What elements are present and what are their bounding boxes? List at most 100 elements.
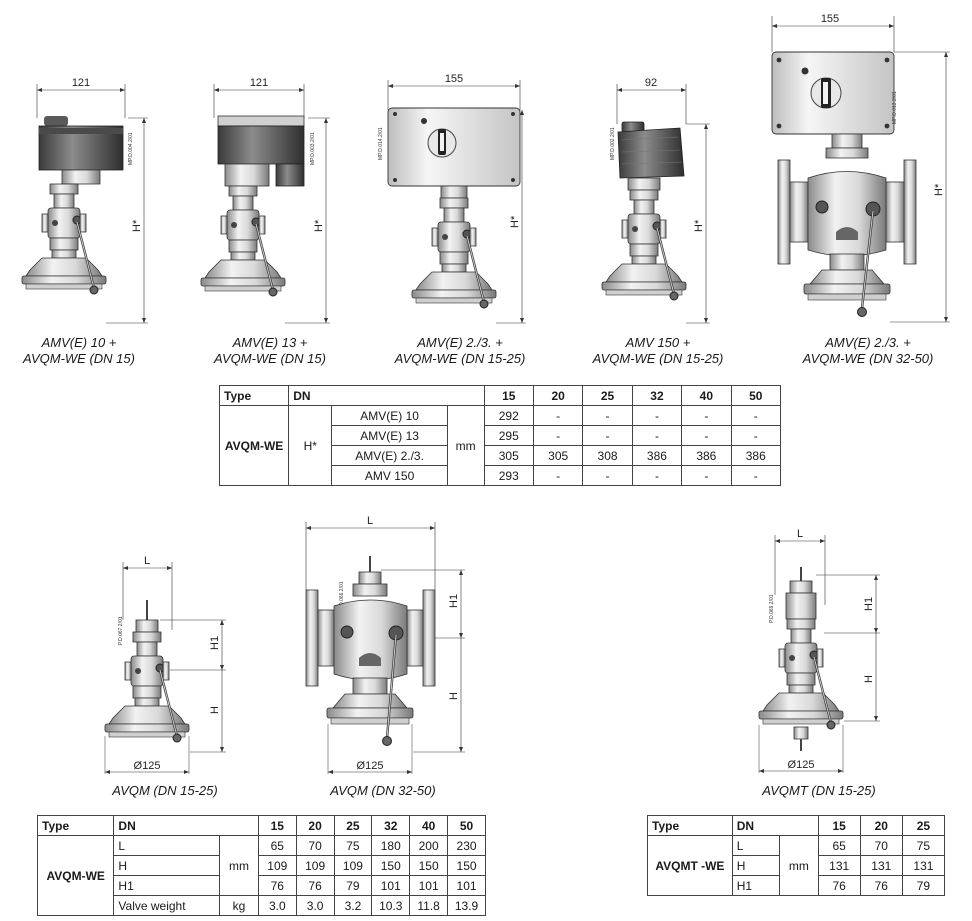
caption-amv23-small: AMV(E) 2./3. + AVQM-WE (DN 15-25) [380,335,540,367]
cell-value: 131 [901,855,946,876]
cell-value: 109 [295,855,335,876]
table-row: H 131 131 131 [648,855,946,876]
cell-value: 200 [409,835,449,856]
cell-value: - [532,405,584,426]
cell-param: H1 [731,875,781,896]
caption-line: AVQM (DN 32-50) [330,783,436,798]
cell-unit: mm [779,835,819,896]
cell-value: 101 [371,875,411,896]
cell-value: 305 [532,445,584,466]
cell-value: 386 [681,445,732,466]
header-dn-32: 32 [631,385,683,406]
table-row: Valve weight kg 3.0 3.0 3.2 10.3 11.8 13… [38,895,486,916]
ref-3: MP.D.014.2/01 [378,127,384,160]
dim-width-4: 92 [645,77,657,89]
cell-value: - [631,425,683,446]
table-row: H 109 109 109 150 150 150 [38,855,486,876]
cell-value: - [582,465,633,486]
dim-l: L [367,515,373,527]
cell-value: 101 [447,875,486,896]
caption-avqmt: AVQMT (DN 15-25) [744,783,894,799]
header-dn-20: 20 [295,815,335,836]
ref-1: MP.D.004.2/01 [128,132,134,165]
caption-amv13: AMV(E) 13 + AVQM-WE (DN 15) [190,335,350,367]
cell-value: - [681,465,732,486]
cell-value: 76 [257,875,297,896]
figure-avqm-small: L P.D.067.2/01 H1 H Ø125 [103,555,226,774]
dim-h1: H1 [448,594,460,608]
caption-line: AMV(E) 2./3. + [825,335,911,350]
caption-line: AVQMT (DN 15-25) [762,783,876,798]
cell-value: 79 [901,875,946,896]
dim-width-2: 121 [250,77,268,89]
dim-l: L [144,555,150,567]
cell-value: 292 [483,405,534,426]
cell-param: H [731,855,781,876]
caption-line: AMV(E) 13 + [232,335,308,350]
cell-value: 180 [371,835,411,856]
header-dn-25: 25 [333,815,373,836]
caption-line: AVQM-WE (DN 15) [23,351,135,366]
cell-value: 75 [333,835,373,856]
caption-line: AVQM-WE (DN 15-25) [592,351,724,366]
header-type: Type [647,815,733,836]
cell-value: 150 [371,855,411,876]
cell-value: 109 [257,855,297,876]
ref-b2: P.D.066.2/01 [339,581,345,610]
header-type: Type [36,815,115,836]
caption-amv10: AMV(E) 10 + AVQM-WE (DN 15) [4,335,154,367]
caption-line: AMV(E) 10 + [41,335,117,350]
table-row: AMV 150 293 - - - - - [220,465,782,486]
figure-amv13: 121 MP.D.003.2/01 H* [199,77,330,324]
header-type: Type [218,385,290,406]
cell-value: 3.2 [333,895,373,916]
cell-value: 76 [817,875,861,896]
cell-value: 101 [409,875,449,896]
dim-height-5: H* [933,183,945,196]
dim-width-3: 155 [445,73,463,85]
cell-value: 79 [333,875,373,896]
cell-unit: mm [219,835,259,896]
header-dn-50: 50 [447,815,486,836]
cell-value: 386 [631,445,683,466]
cell-value: 131 [817,855,861,876]
cell-value: 65 [817,835,861,856]
header-dn-15: 15 [817,815,861,836]
header-dn-25: 25 [582,385,633,406]
header-dn: DN [288,385,485,406]
cell-value: 386 [730,445,782,466]
table-row: AVQMT -WE L mm 65 70 75 [647,835,946,896]
cell-value: 131 [859,855,903,876]
caption-avqm-large: AVQM (DN 32-50) [308,783,458,799]
cell-value: 70 [859,835,903,856]
cell-param: H1 [113,875,221,896]
dim-height-1: H* [131,219,143,232]
caption-avqm-small: AVQM (DN 15-25) [90,783,240,799]
table-row: H1 76 76 79 [648,875,946,896]
cell-value: 76 [295,875,335,896]
caption-line: AVQM-WE (DN 32-50) [802,351,934,366]
cell-value: - [532,465,584,486]
cell-value: - [730,405,782,426]
caption-line: AVQM (DN 15-25) [112,783,218,798]
header-dn-40: 40 [409,815,449,836]
cell-param: L [731,835,781,856]
figure-amv23-small: 155 MP.D.014.2/01 H* [378,73,526,324]
dim-height-2: H* [313,219,325,232]
cell-actuator: AMV(E) 13 [331,425,448,446]
figure-avqm-large: L P.D.066.2/01 H1 H Ø125 [305,515,465,774]
cell-value: 150 [447,855,486,876]
cell-unit: mm [446,405,485,486]
header-dn-50: 50 [730,385,782,406]
figure-amv150: 92 MP.D.002.2/01 H* [600,77,710,324]
figure-amv23-large: 155 MP.D.013.2/01 H* [771,13,950,323]
table-row: AVQM-WE H* AMV(E) 10 mm 292 - - - - - [218,405,782,486]
cell-value: 230 [447,835,486,856]
cell-value: - [532,425,584,446]
ref-5: MP.D.013.2/01 [892,91,898,124]
cell-actuator: AMV(E) 2./3. [331,445,448,466]
cell-actuator: AMV 150 [331,465,448,486]
header-dn-32: 32 [371,815,411,836]
table-hstar: Type DN 15 20 25 32 40 50 AVQM-WE H* AMV… [218,385,782,486]
cell-value: - [730,425,782,446]
